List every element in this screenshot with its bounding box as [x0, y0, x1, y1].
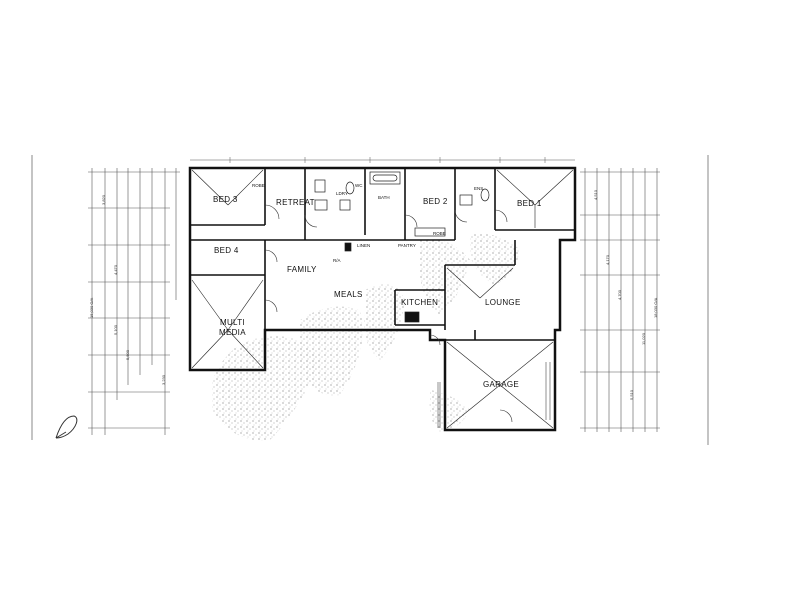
room-label-family: FAMILY	[287, 265, 317, 274]
room-label-bed2: BED 2	[423, 197, 448, 206]
dimension-right-2: 4,170	[605, 254, 610, 265]
label-pantry: PANTRY	[398, 243, 416, 248]
dimension-left-1: 3,820	[101, 194, 106, 205]
label-robe-bed3: ROBE	[252, 183, 265, 188]
room-label-kitchen: KITCHEN	[401, 298, 439, 307]
room-label-bed1: BED 1	[517, 199, 542, 208]
dimension-right-3: 4,700	[617, 289, 622, 300]
room-label-multi: MULTI	[220, 318, 245, 327]
left-dimension-lines	[88, 168, 180, 435]
room-label-bed4: BED 4	[214, 246, 239, 255]
right-dimension-lines	[580, 168, 660, 432]
label-ldry: LDRY	[336, 191, 348, 196]
room-label-bed3: BED 3	[213, 195, 238, 204]
dimension-right-5: 11,020	[641, 333, 646, 345]
garage-door-marks	[437, 362, 551, 428]
roof-hip-lines	[191, 169, 574, 429]
dimension-right-4: 5,510	[629, 389, 634, 400]
wet-area-fixtures	[314, 171, 490, 323]
interior-walls	[190, 168, 575, 341]
dimension-left-2: 4,470	[113, 264, 118, 275]
room-label-media: MEDIA	[219, 328, 246, 337]
dimension-left-4: 5,500	[125, 349, 130, 360]
top-dimension-line	[190, 157, 575, 163]
room-label-lounge: LOUNGE	[485, 298, 521, 307]
building-walls	[188, 166, 577, 432]
room-label-meals: MEALS	[334, 290, 363, 299]
label-robe-bed2: ROBE	[433, 231, 446, 236]
label-linen: LINEN	[357, 243, 371, 248]
label-bath: BATH	[378, 195, 390, 200]
dimension-right-1: 4,510	[593, 189, 598, 200]
room-label-garage: GARAGE	[483, 380, 520, 389]
room-label-retreat: RETREAT	[276, 198, 315, 207]
door-swings	[264, 204, 513, 423]
dimension-left-3: 5,100	[113, 324, 118, 335]
page-margin-lines	[31, 155, 709, 445]
label-ra: R/A	[333, 258, 341, 263]
label-ens: ENS	[474, 186, 484, 191]
label-wc: WC	[355, 183, 363, 188]
dimension-overall-left: 15,030 O/A	[89, 297, 94, 318]
dimension-left-5: 3,230	[161, 374, 166, 385]
signature-scribble	[55, 415, 78, 439]
dimension-overall-right: 18,030 O/A	[653, 297, 658, 318]
